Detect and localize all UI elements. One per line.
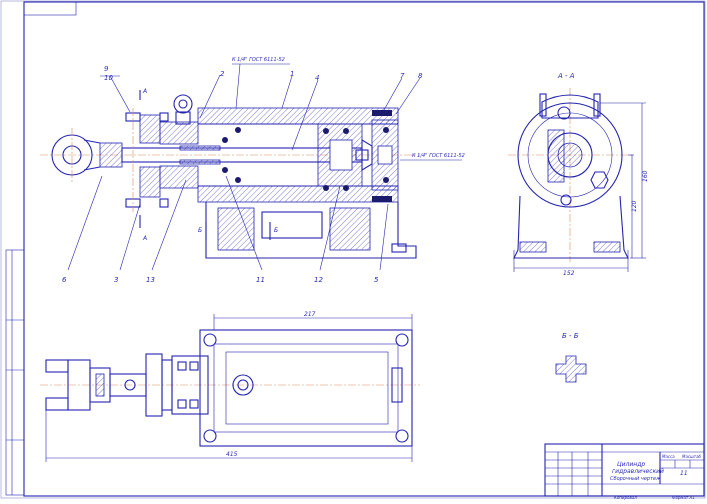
callout-12: 12 [314, 276, 323, 284]
base-right-web [329, 207, 371, 251]
callout-2: 2 [220, 70, 225, 78]
lifting-eye [173, 94, 193, 114]
callout-1: 1 [290, 70, 294, 78]
title-format: Формат А1 [672, 495, 695, 500]
callout-9: 9 [104, 65, 109, 73]
dim-bottom-width: 415 [226, 451, 238, 458]
callout-4: 4 [315, 74, 319, 82]
main-section-view: А А Б Б [40, 88, 420, 259]
callout-5: 5 [374, 276, 379, 284]
callout-11: 11 [256, 276, 265, 284]
section-bb-title: Б - Б [562, 332, 579, 340]
callout-10: 10 [104, 74, 113, 82]
thread-note-right: К 1/4" ГОСТ 6111-52 [412, 153, 465, 159]
title-name-line1: Цилиндр [617, 461, 645, 468]
callouts: 9 10 2 К 1/4" ГОСТ 6111-52 1 4 7 8 К 1/4… [62, 57, 465, 284]
callout-6: 6 [62, 276, 67, 284]
section-aa-view: А - А 152 160 120 [508, 72, 649, 277]
callout-7: 7 [400, 72, 405, 80]
section-bb-view: Б - Б [555, 332, 587, 383]
dim-top-width: 217 [304, 311, 316, 318]
title-mass: Масса [662, 454, 675, 459]
section-mark-a-top: А [142, 88, 147, 95]
callout-13: 13 [146, 276, 155, 284]
base-left-web [217, 207, 255, 251]
section-mark-a-bottom: А [142, 235, 147, 242]
dim-aa-height2: 120 [631, 200, 638, 212]
section-aa-title: А - А [557, 72, 575, 80]
title-name-line2: гидравлический [612, 468, 664, 475]
title-block: Цилиндр гидравлический Сборочный чертеж … [544, 443, 705, 500]
section-mark-b-right: Б [274, 227, 278, 234]
callout-3: 3 [114, 276, 118, 284]
plan-body [199, 329, 413, 447]
dim-aa-width: 152 [563, 270, 575, 277]
section-mark-b-left: Б [198, 227, 202, 234]
title-sheet: 11 [680, 470, 688, 477]
title-copied: Копировал [614, 495, 637, 500]
thread-note-left: К 1/4" ГОСТ 6111-52 [232, 57, 285, 63]
callout-8: 8 [418, 72, 423, 80]
title-scale: Масштаб [682, 454, 702, 459]
cylinder-wall-bottom [197, 185, 399, 203]
plan-view: 217 415 [40, 311, 420, 462]
title-name-line3: Сборочный чертеж [610, 476, 661, 482]
cylinder-wall-top [197, 107, 399, 125]
dim-aa-height1: 160 [642, 170, 649, 182]
